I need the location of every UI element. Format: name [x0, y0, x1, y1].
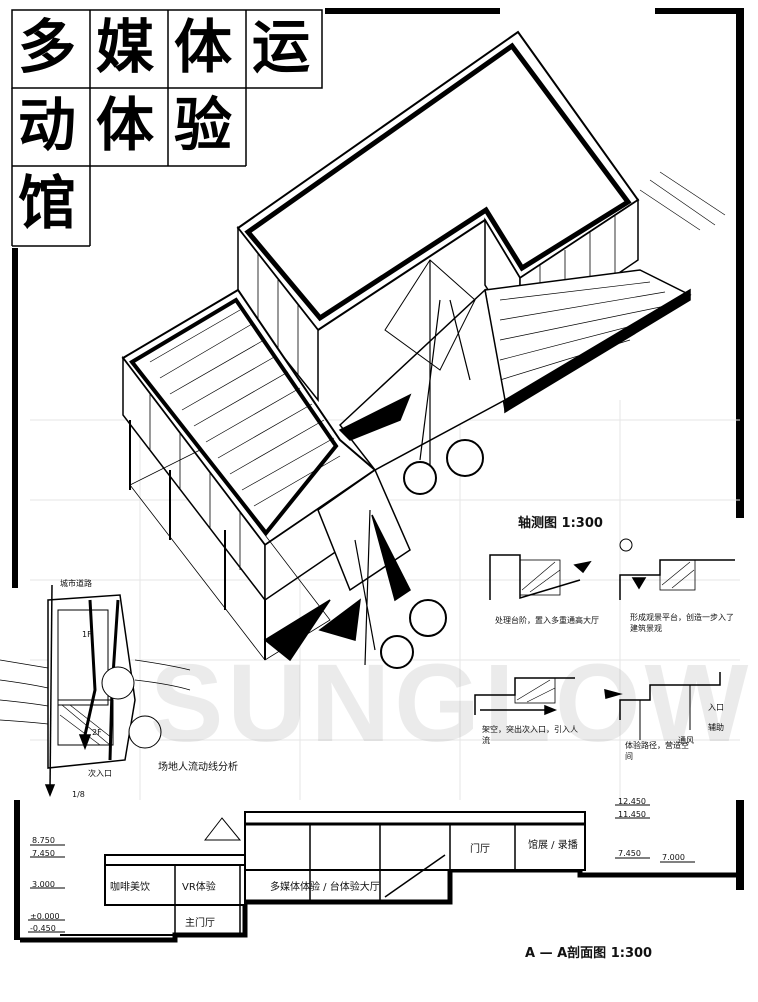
site-label-1f: 1F — [82, 630, 92, 639]
frame-bar-right-bottom — [736, 800, 744, 890]
frame-bar-left — [12, 248, 18, 588]
diagram-caption-3: 架空，突出次入口，引入人流 — [482, 725, 578, 745]
frame-bar-top-right — [655, 8, 740, 14]
diagram-caption-6: 通风 — [678, 736, 694, 745]
elev-left-3: 3.000 — [32, 880, 55, 889]
section-room-1: 咖啡美饮 — [110, 882, 150, 893]
title-char-5: 动 — [18, 91, 77, 159]
title-char-6: 体 — [96, 91, 155, 159]
title-char-4: 运 — [252, 13, 311, 81]
title-char-7: 验 — [174, 91, 233, 159]
watermark: SUNGLOW — [150, 642, 753, 765]
section-room-6: 主门厅 — [185, 918, 215, 929]
section-room-2: VR体验 — [182, 882, 216, 893]
elev-right-2: 11.450 — [618, 810, 646, 819]
diagram-caption-5: 辅助 — [708, 723, 724, 732]
elev-left-5: -0.450 — [30, 924, 56, 933]
title-char-3: 体 — [174, 13, 233, 81]
diagram-caption-2: 形成观景平台，创造一步入了建筑景观 — [630, 613, 734, 633]
frame-bar-right — [736, 8, 744, 518]
elev-right-1: 12.450 — [618, 797, 646, 806]
site-label-road: 城市道路 — [60, 579, 92, 588]
title-grid-lines — [11, 9, 323, 247]
elev-right-3: 7.450 — [618, 849, 641, 858]
title-char-1: 多 — [18, 13, 77, 81]
axonometric-building — [121, 30, 726, 669]
section-aa — [20, 811, 740, 943]
elev-left-1: 8.750 — [32, 836, 55, 845]
frame-bar-top — [325, 8, 500, 14]
elev-left-4: ±0.000 — [30, 912, 60, 921]
elevation-marks — [28, 804, 695, 933]
section-label: A — A剖面图 1:300 — [525, 946, 653, 961]
site-analysis-plan — [0, 584, 191, 798]
site-label-entry: 次入口 — [88, 769, 112, 778]
title-char-8: 馆 — [18, 169, 77, 237]
elev-left-2: 7.450 — [32, 849, 55, 858]
diagram-caption-1: 处理台阶，置入多重通高大厅 — [495, 616, 599, 625]
site-label-2f: 2F — [92, 728, 102, 737]
concept-diagrams — [474, 538, 735, 740]
diagram-caption-4: 体验路径，营造空间 — [625, 741, 689, 761]
elev-right-4: 7.000 — [662, 853, 685, 862]
title-char-2: 媒 — [96, 13, 155, 81]
diagram-caption-7: 入口 — [708, 703, 724, 712]
axonometric-label: 轴测图 1:300 — [518, 516, 603, 531]
section-room-4: 门厅 — [470, 844, 490, 855]
section-room-5: 馆展 / 录播 — [528, 840, 578, 851]
site-label-north: 1/8 — [72, 790, 85, 799]
section-room-3: 多媒体体验 / 台体验大厅 — [270, 882, 380, 893]
site-analysis-label: 场地人流动线分析 — [158, 762, 238, 773]
frame-bar-left-bottom — [14, 800, 20, 940]
